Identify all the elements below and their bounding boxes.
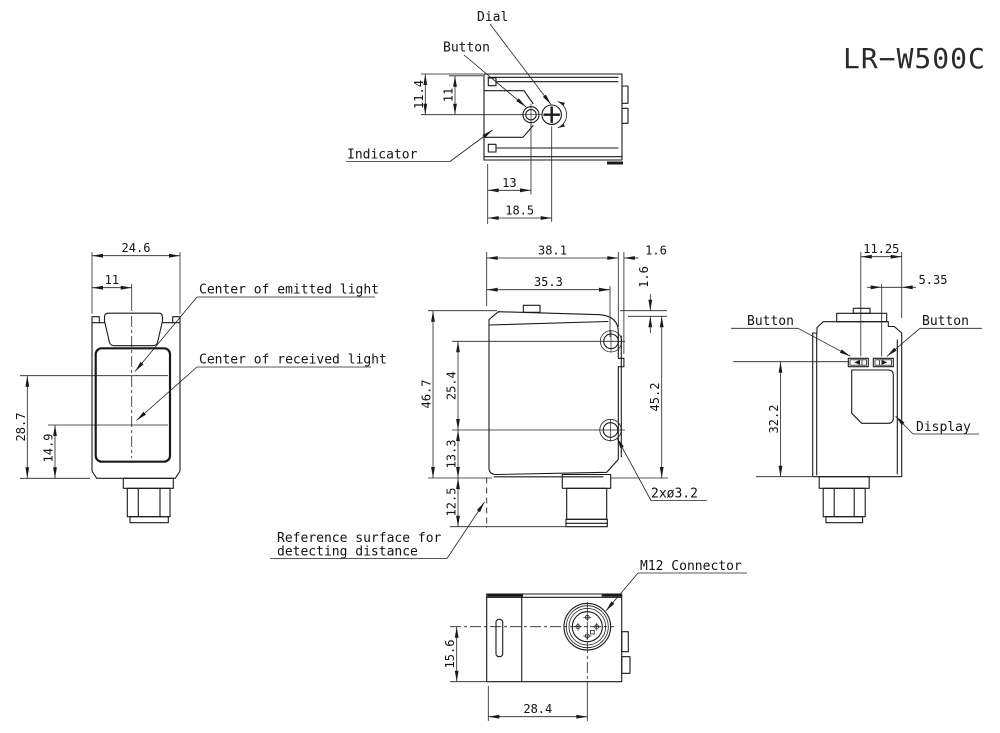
- front-view-dimensions: 24.6 11 28.7 14.9: [14, 241, 181, 479]
- rear-button-right: [872, 357, 894, 368]
- top-view-annotations: Dial Button Indicator: [346, 10, 552, 163]
- received-leader: [136, 366, 198, 421]
- dim-12-5: 12.5: [445, 488, 459, 517]
- dim-28-7: 28.7: [14, 413, 28, 442]
- button-leader-left: [797, 327, 851, 357]
- button-leader-right: [886, 327, 921, 357]
- rear-connector: [818, 476, 870, 524]
- front-ear-left: [91, 316, 100, 324]
- display-label: Display: [916, 420, 971, 435]
- top-button: [520, 103, 542, 126]
- display-panel: [851, 369, 894, 424]
- top-dial: [541, 101, 567, 129]
- dim-45-2: 45.2: [648, 383, 662, 412]
- rear-button-left: [847, 357, 869, 368]
- top-view-dimensions: 11.4 11 13 18.5: [412, 73, 553, 224]
- lens-hood: [103, 312, 164, 347]
- dim-13-3: 13.3: [445, 440, 459, 469]
- dim-25-4: 25.4: [445, 371, 459, 400]
- dim-28-4: 28.4: [523, 702, 552, 716]
- button-leader-top: [463, 54, 527, 108]
- model-title: LR−W500C: [843, 42, 986, 75]
- bottom-view-body: [450, 593, 631, 686]
- dim-24-6: 24.6: [122, 241, 151, 255]
- reference-surface-label-2: detecting distance: [277, 545, 418, 560]
- emitted-leader: [134, 296, 198, 372]
- indicator-leader: [449, 129, 493, 162]
- dim-11-top: 11: [442, 88, 456, 102]
- right-arrow-icon: [881, 359, 888, 365]
- bottom-slot: [495, 618, 504, 658]
- dial-label: Dial: [477, 10, 508, 25]
- button-label-top: Button: [443, 41, 490, 56]
- emitted-light-label: Center of emitted light: [199, 283, 379, 298]
- front-view-annotations: Center of emitted light Center of receiv…: [134, 283, 387, 421]
- dim-13: 13: [502, 176, 516, 190]
- holes-leader: [616, 437, 652, 501]
- dim-46-7: 46.7: [420, 380, 434, 409]
- reference-surface-callout: Reference surface for detecting distance: [270, 501, 485, 560]
- indicator-label: Indicator: [347, 148, 418, 163]
- dim-38-1: 38.1: [538, 244, 567, 258]
- front-connector: [122, 477, 174, 524]
- dim-32-2: 32.2: [767, 405, 781, 434]
- bottom-view-annotations: M12 Connector: [605, 559, 747, 612]
- dim-18-5: 18.5: [505, 204, 534, 218]
- rear-tab-upper: [621, 85, 629, 104]
- reference-surface-label-1: Reference surface for: [277, 531, 442, 546]
- bottom-tab-upper: [621, 631, 629, 653]
- side-connector: [561, 473, 612, 528]
- dim-5-35: 5.35: [919, 273, 948, 287]
- optical-window: [94, 347, 172, 463]
- left-arrow-icon: [854, 359, 860, 365]
- rear-view-dimensions: 11.25 5.35 32.2: [733, 242, 948, 478]
- rear-view-annotations: Button Button Display: [731, 314, 982, 435]
- indicator-recess: [483, 90, 534, 105]
- bottom-view-dimensions: 15.6 28.4: [443, 626, 588, 721]
- dim-11-front: 11: [105, 273, 119, 287]
- dim-15-6: 15.6: [443, 640, 457, 669]
- rear-tab-lower: [621, 107, 629, 124]
- dim-1-6-lip: 1.6: [637, 266, 651, 288]
- dial-rotation-arrow: [557, 101, 567, 129]
- dial-leader: [489, 23, 552, 105]
- received-light-label: Center of received light: [199, 353, 387, 368]
- reference-surface-leader: [446, 501, 485, 559]
- top-view-body: [483, 73, 629, 165]
- dim-35-3: 35.3: [534, 275, 563, 289]
- m12-label: M12 Connector: [640, 559, 742, 574]
- m12-leader: [605, 572, 639, 612]
- front-ear-right: [172, 316, 181, 324]
- dim-1-6-tab: 1.6: [645, 244, 667, 258]
- dim-14-9: 14.9: [42, 434, 56, 463]
- dim-11-4: 11.4: [412, 80, 426, 109]
- button-label-right: Button: [922, 314, 969, 329]
- display-leader: [895, 415, 914, 435]
- dim-11-25: 11.25: [863, 242, 899, 256]
- side-view-body: [486, 304, 625, 528]
- button-label-left: Button: [747, 314, 794, 329]
- front-view-body: [20, 312, 181, 524]
- m12-key-notch: [590, 630, 595, 635]
- side-view-dimensions: 38.1 1.6 35.3 1.6 46.7 25.4 13.3 12.5 45…: [420, 244, 707, 528]
- bottom-tab-lower: [621, 656, 631, 674]
- rear-view-body: [812, 307, 903, 524]
- side-top-bump: [522, 304, 541, 313]
- holes-label: 2xø3.2: [651, 487, 698, 502]
